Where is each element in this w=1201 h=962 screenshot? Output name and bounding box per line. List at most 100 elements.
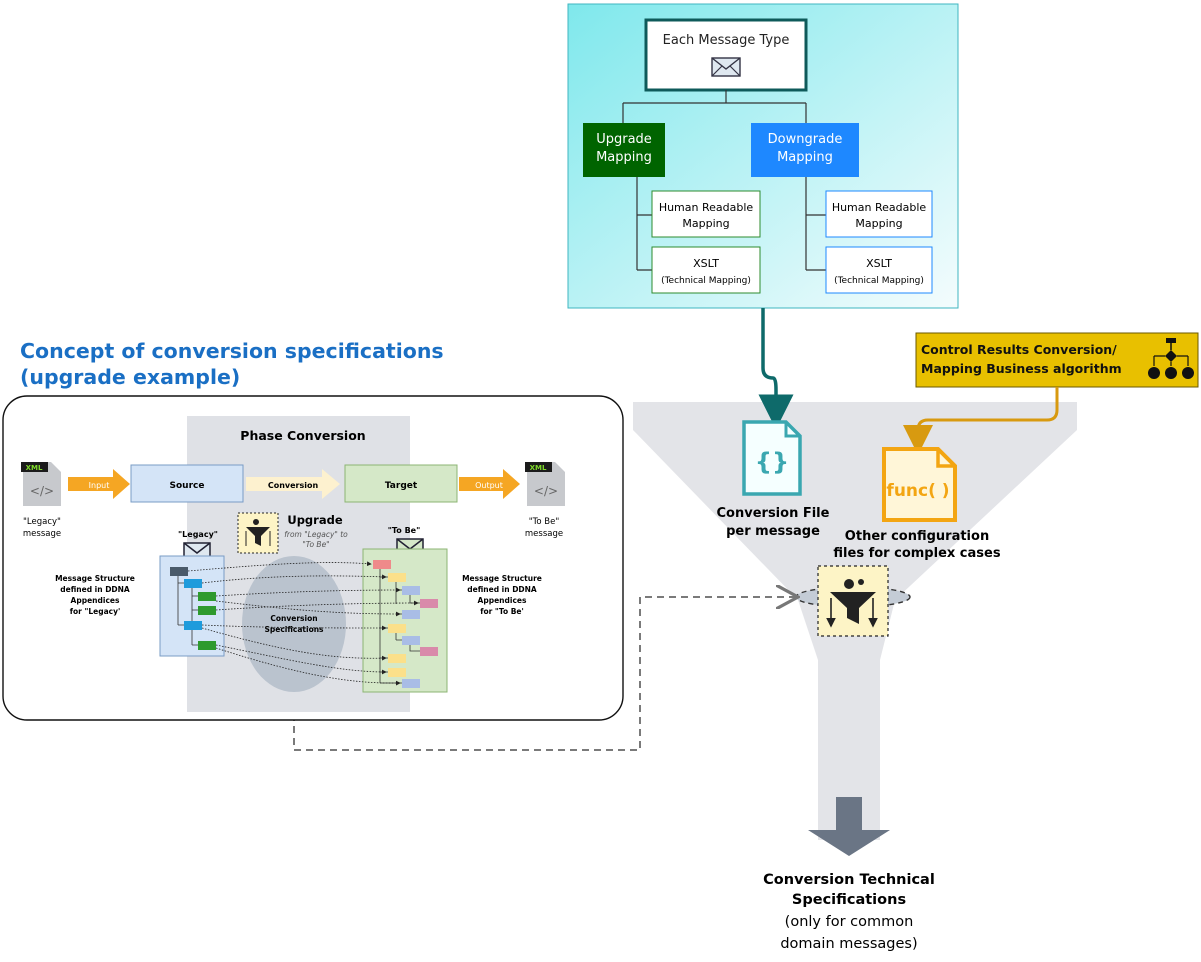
tobe-node-b xyxy=(388,624,406,633)
control-results-line2: Mapping Business algorithm xyxy=(921,361,1122,376)
filter-gear-icon xyxy=(826,579,878,628)
result-normal-line2: domain messages) xyxy=(780,936,917,952)
tobe-node-c xyxy=(388,654,406,663)
tobe-node-d xyxy=(388,668,406,677)
xml-file-icon-left: XML </> xyxy=(21,462,61,506)
upgrade-human-readable-box xyxy=(651,190,761,238)
upgrade-human-readable-line1: Human Readable xyxy=(659,201,754,214)
right-struct-line4: for "To Be' xyxy=(480,607,524,616)
upgrade-mapping-line2: Mapping xyxy=(596,150,652,165)
right-struct-line3: Appendices xyxy=(478,596,527,605)
other-config-line1: Other configuration xyxy=(845,529,989,544)
flowchart-icon xyxy=(1148,338,1194,379)
phase-conversion-label: Phase Conversion xyxy=(240,428,365,443)
left-struct-line3: Appendices xyxy=(71,596,120,605)
tobe-node-b1 xyxy=(402,636,420,645)
downgrade-mapping-line1: Downgrade xyxy=(768,132,843,147)
downgrade-xslt-line1: XSLT xyxy=(866,257,892,270)
upgrade-mapping-box xyxy=(583,123,665,177)
downgrade-xslt-line2: (Technical Mapping) xyxy=(834,276,924,286)
message-type-hierarchy: Each Message Type Upgrade Mapping Downgr… xyxy=(567,3,959,309)
legacy-message-line1: "Legacy" xyxy=(23,517,61,527)
envelope-icon xyxy=(711,57,741,77)
conversion-label: Conversion xyxy=(268,481,319,490)
conversion-specs-ellipse xyxy=(242,556,346,692)
right-struct-line1: Message Structure xyxy=(462,574,542,583)
tobe-node-a1a xyxy=(420,599,438,608)
conversion-file-line1: Conversion File xyxy=(717,506,830,521)
legacy-message-line2: message xyxy=(23,529,61,539)
tobe-node-a xyxy=(388,573,406,582)
target-label: Target xyxy=(385,481,418,491)
legacy-tag: "Legacy" xyxy=(178,530,218,539)
xml-badge-left: XML xyxy=(26,464,43,472)
conv-specs-line1: Conversion xyxy=(270,614,317,623)
xml-file-icon-right: XML </> xyxy=(525,462,565,506)
legacy-node-a xyxy=(184,579,202,588)
downgrade-human-readable-line1: Human Readable xyxy=(832,201,927,214)
concept-title-line2: (upgrade example) xyxy=(20,365,240,389)
upgrade-sub-line2: "To Be" xyxy=(302,540,329,549)
upgrade-xslt-line2: (Technical Mapping) xyxy=(661,276,751,286)
output-label: Output xyxy=(475,481,503,490)
left-struct-line1: Message Structure xyxy=(55,574,135,583)
downgrade-human-readable-box xyxy=(825,190,933,238)
conversion-arrow xyxy=(246,469,340,499)
other-config-line2: files for complex cases xyxy=(833,546,1000,561)
tobe-message-line2: message xyxy=(525,529,563,539)
left-struct-line2: defined in DDNA xyxy=(60,585,130,594)
legacy-node-a2 xyxy=(198,606,216,615)
tobe-node-e xyxy=(402,679,420,688)
downgrade-mapping-box xyxy=(751,123,859,177)
downgrade-mapping-line2: Mapping xyxy=(777,150,833,165)
mapping-lines xyxy=(187,561,419,686)
input-arrow xyxy=(68,469,130,499)
curly-braces-glyph: {} xyxy=(755,448,789,476)
upgrade-xslt-line1: XSLT xyxy=(693,257,719,270)
output-arrow xyxy=(459,469,520,499)
tobe-message-line1: "To Be" xyxy=(529,517,560,527)
func-label: func( ) xyxy=(886,481,949,501)
target-box xyxy=(344,464,458,503)
right-struct-line2: defined in DDNA xyxy=(467,585,537,594)
upgrade-human-readable-line2: Mapping xyxy=(682,217,729,230)
hierarchy-to-file-arrow xyxy=(758,308,794,430)
result-down-arrow xyxy=(808,797,890,856)
downgrade-human-readable-line2: Mapping xyxy=(855,217,902,230)
source-label: Source xyxy=(170,481,205,491)
legacy-node-root xyxy=(170,567,188,576)
conversion-file-line2: per message xyxy=(726,524,820,539)
concept-section: Concept of conversion specifications (up… xyxy=(2,339,624,721)
legacy-node-b xyxy=(184,621,202,630)
tobe-node-b1a xyxy=(420,647,438,656)
conv-specs-line2: Specifications xyxy=(264,625,324,634)
upgrade-sub-line1: from "Legacy" to xyxy=(284,530,348,539)
control-to-func-arrow xyxy=(903,387,1059,455)
source-box xyxy=(130,464,244,503)
result-bold-line2: Specifications xyxy=(792,892,906,908)
message-type-label: Each Message Type xyxy=(663,33,790,48)
result-normal-line1: (only for common xyxy=(785,914,914,930)
funnel: Control Results Conversion/ Mapping Busi… xyxy=(633,308,1199,952)
legacy-node-b1 xyxy=(198,641,216,650)
concept-to-funnel-connector xyxy=(293,597,796,751)
tobe-node-a1 xyxy=(402,586,420,595)
upgrade-xslt-box xyxy=(651,246,761,294)
downgrade-xslt-box xyxy=(825,246,933,294)
upgrade-title: Upgrade xyxy=(287,513,342,527)
legacy-node-a1 xyxy=(198,592,216,601)
control-results-line1: Control Results Conversion/ xyxy=(921,342,1117,357)
left-struct-line4: for "Legacy' xyxy=(70,607,121,616)
concept-title-line1: Concept of conversion specifications xyxy=(20,339,444,363)
input-label: Input xyxy=(89,481,110,490)
xml-badge-right: XML xyxy=(530,464,547,472)
result-bold-line1: Conversion Technical xyxy=(763,872,935,888)
code-glyph-left: </> xyxy=(30,484,54,498)
conversion-file-icon: {} xyxy=(742,420,802,496)
tobe-node-a2 xyxy=(402,610,420,619)
func-file-icon: func( ) xyxy=(882,447,957,522)
code-glyph-right: </> xyxy=(534,484,558,498)
upgrade-filter-icon xyxy=(245,519,271,546)
message-type-box xyxy=(644,18,808,92)
